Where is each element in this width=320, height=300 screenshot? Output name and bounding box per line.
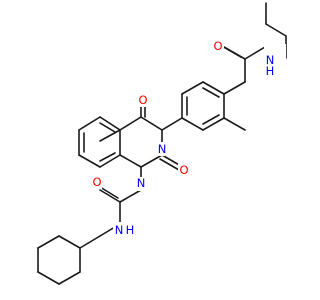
atom-labels: O N O N O N H O N H — [91, 39, 286, 238]
atom-label: N — [158, 142, 167, 156]
pyrimidinedione-ring — [119, 95, 182, 191]
atom-h-label: H — [266, 64, 275, 78]
atom-label: O — [138, 93, 147, 107]
atom-n1: N — [136, 176, 147, 191]
chemical-structure-diagram: O N O N O N H O N H — [37, 2, 287, 285]
atom-label: N — [115, 223, 124, 237]
atom-o-c2: O — [178, 163, 189, 177]
atom-label: O — [213, 39, 222, 53]
atom-o-amide-bottom: O — [91, 175, 102, 189]
atom-o-amide-top: O — [213, 39, 224, 53]
benzo-ring — [78, 116, 121, 168]
atom-nh-bottom: N H — [113, 222, 141, 238]
atom-nh-top: N H — [264, 44, 286, 78]
atom-label: N — [266, 53, 275, 67]
phenyl-ring — [161, 81, 225, 131]
atom-label: O — [92, 175, 101, 189]
atom-label: N — [137, 176, 146, 190]
atom-h-label: H — [126, 223, 135, 237]
atom-o-top: O — [137, 93, 148, 107]
cyclohexyl-ring — [37, 235, 101, 285]
atom-n3: N — [157, 142, 168, 156]
atom-label: O — [179, 163, 188, 177]
